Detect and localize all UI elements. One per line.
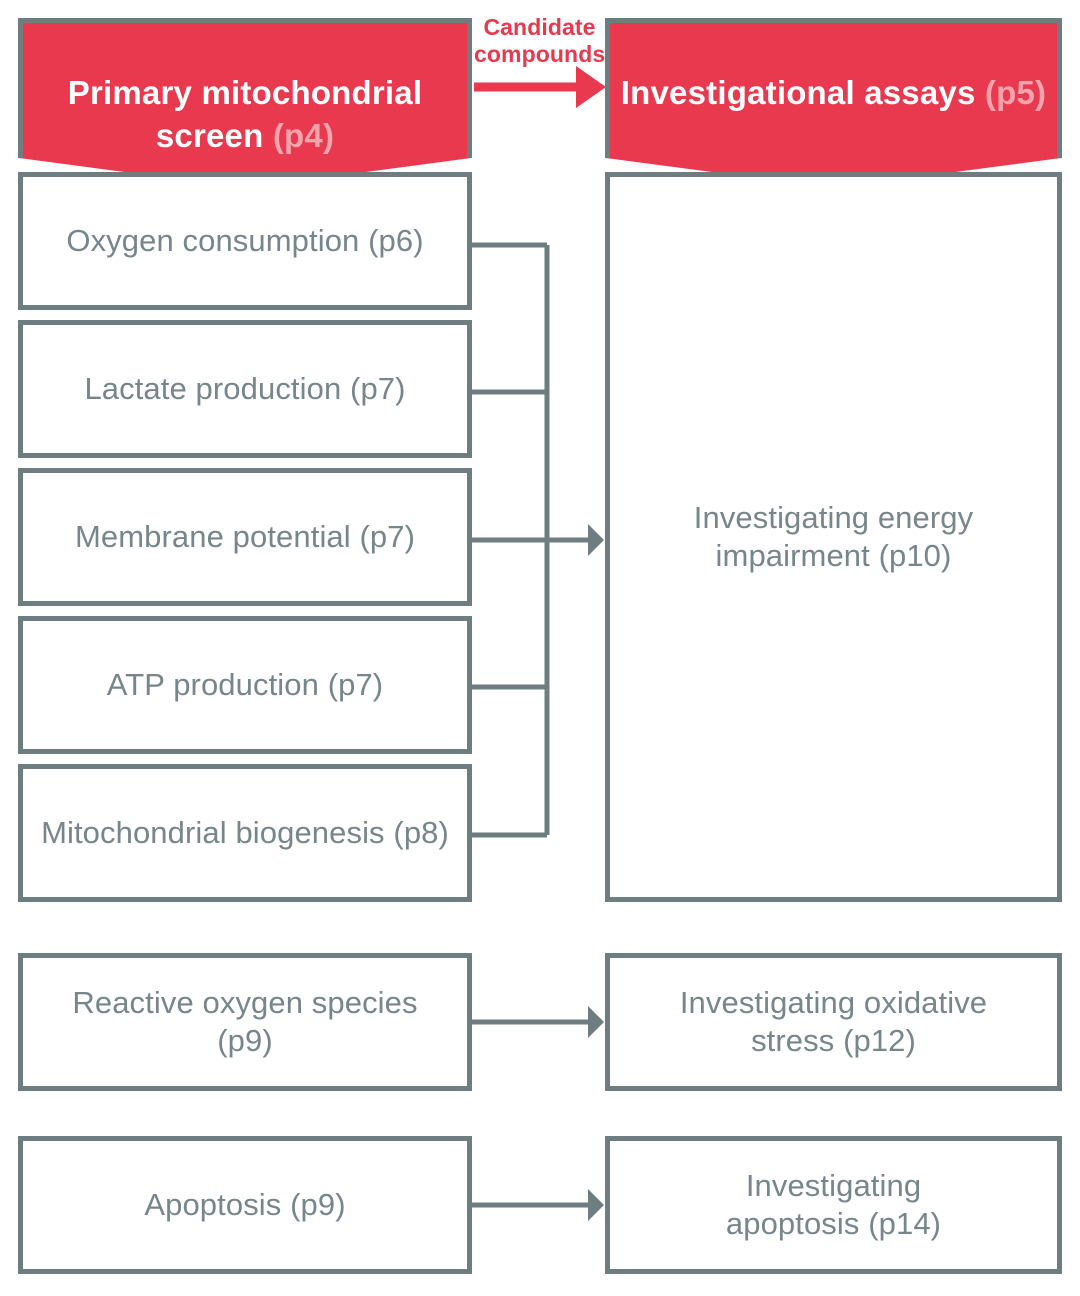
assay-box-atp-production[interactable]: ATP production (p7) [18, 616, 472, 754]
assay-label-mitochondrial-biogenesis: Mitochondrial biogenesis [41, 815, 385, 851]
investigation-label-oxidative-stress: Investigating oxidative stress [679, 985, 988, 1058]
assay-box-apoptosis-text: Apoptosis (p9) [144, 1186, 345, 1224]
assay-page-ref-apoptosis: (p9) [290, 1187, 346, 1223]
assay-page-ref-membrane-potential: (p7) [359, 519, 416, 555]
investigation-box-oxidative-stress[interactable]: Investigating oxidative stress (p12) [605, 953, 1062, 1091]
investigation-label-energy-impairment: Investigating energy impairment [693, 500, 974, 573]
arrowhead-oxidative-stress [588, 1006, 604, 1038]
assay-label-membrane-potential: Membrane potential [74, 519, 351, 555]
assay-page-ref-oxygen-consumption: (p6) [368, 223, 424, 259]
candidate-compounds-arrowhead [576, 66, 606, 108]
assay-box-oxygen-consumption[interactable]: Oxygen consumption (p6) [18, 172, 472, 310]
assay-page-ref-mitochondrial-biogenesis: (p8) [393, 815, 449, 851]
assay-label-reactive-oxygen-species: Reactive oxygen species [72, 985, 418, 1021]
banner-right-text: Investigational assays (p5) [605, 18, 1062, 115]
banner-primary-mitochondrial-screen[interactable]: Primary mitochondrial screen (p4) [18, 18, 472, 188]
assay-box-membrane-potential[interactable]: Membrane potential (p7) [18, 468, 472, 606]
assay-box-reactive-oxygen-species[interactable]: Reactive oxygen species (p9) [18, 953, 472, 1091]
assay-page-ref-lactate-production: (p7) [350, 371, 406, 407]
investigation-label-apoptosis: Investigating apoptosis [725, 1168, 922, 1241]
banner-left-shape [18, 18, 472, 188]
investigation-box-energy-impairment[interactable]: Investigating energy impairment (p10) [605, 172, 1062, 902]
banner-left-title: Primary mitochondrial screen [67, 74, 423, 154]
banner-right-title: Investigational assays [620, 74, 976, 111]
investigation-page-ref-apoptosis: (p14) [868, 1206, 942, 1241]
assay-box-apoptosis[interactable]: Apoptosis (p9) [18, 1136, 472, 1274]
assay-label-oxygen-consumption: Oxygen consumption [66, 223, 360, 259]
banner-investigational-assays[interactable]: Investigational assays (p5) [605, 18, 1062, 188]
banner-left-text: Primary mitochondrial screen (p4) [18, 18, 472, 158]
assay-page-ref-atp-production: (p7) [327, 667, 384, 703]
investigation-box-apoptosis-text: Investigating apoptosis (p14) [689, 1167, 979, 1243]
banner-right-page-ref: (p5) [984, 74, 1047, 111]
arrowhead-energy-impairment [588, 524, 604, 556]
assay-box-mitochondrial-biogenesis[interactable]: Mitochondrial biogenesis (p8) [18, 764, 472, 902]
candidate-compounds-label-line1: Candidate [483, 14, 596, 40]
candidate-compounds-label-line2: compounds [474, 40, 606, 67]
assay-label-lactate-production: Lactate production [84, 371, 342, 407]
assay-box-mitochondrial-biogenesis-text: Mitochondrial biogenesis (p8) [41, 814, 449, 852]
assay-box-lactate-production-text: Lactate production (p7) [84, 370, 405, 408]
assay-box-atp-production-text: ATP production (p7) [107, 666, 383, 704]
investigation-page-ref-energy-impairment: (p10) [878, 538, 952, 573]
investigation-box-apoptosis[interactable]: Investigating apoptosis (p14) [605, 1136, 1062, 1274]
assay-label-atp-production: ATP production [106, 667, 319, 703]
assay-page-ref-reactive-oxygen-species: (p9) [217, 1023, 273, 1058]
candidate-compounds-label: Candidate compounds [474, 14, 605, 67]
banner-right-shape [605, 18, 1062, 188]
banner-left-page-ref: (p4) [272, 116, 335, 154]
assay-box-oxygen-consumption-text: Oxygen consumption (p6) [66, 222, 423, 260]
assay-box-membrane-potential-text: Membrane potential (p7) [75, 518, 415, 556]
assay-label-apoptosis: Apoptosis [144, 1187, 282, 1223]
investigation-page-ref-oxidative-stress: (p12) [843, 1023, 916, 1058]
investigation-box-oxidative-stress-text: Investigating oxidative stress (p12) [649, 984, 1019, 1060]
assay-box-reactive-oxygen-species-text: Reactive oxygen species (p9) [41, 984, 449, 1060]
investigation-box-energy-impairment-text: Investigating energy impairment (p10) [669, 499, 999, 575]
assay-box-lactate-production[interactable]: Lactate production (p7) [18, 320, 472, 458]
arrowhead-apoptosis [588, 1189, 604, 1221]
